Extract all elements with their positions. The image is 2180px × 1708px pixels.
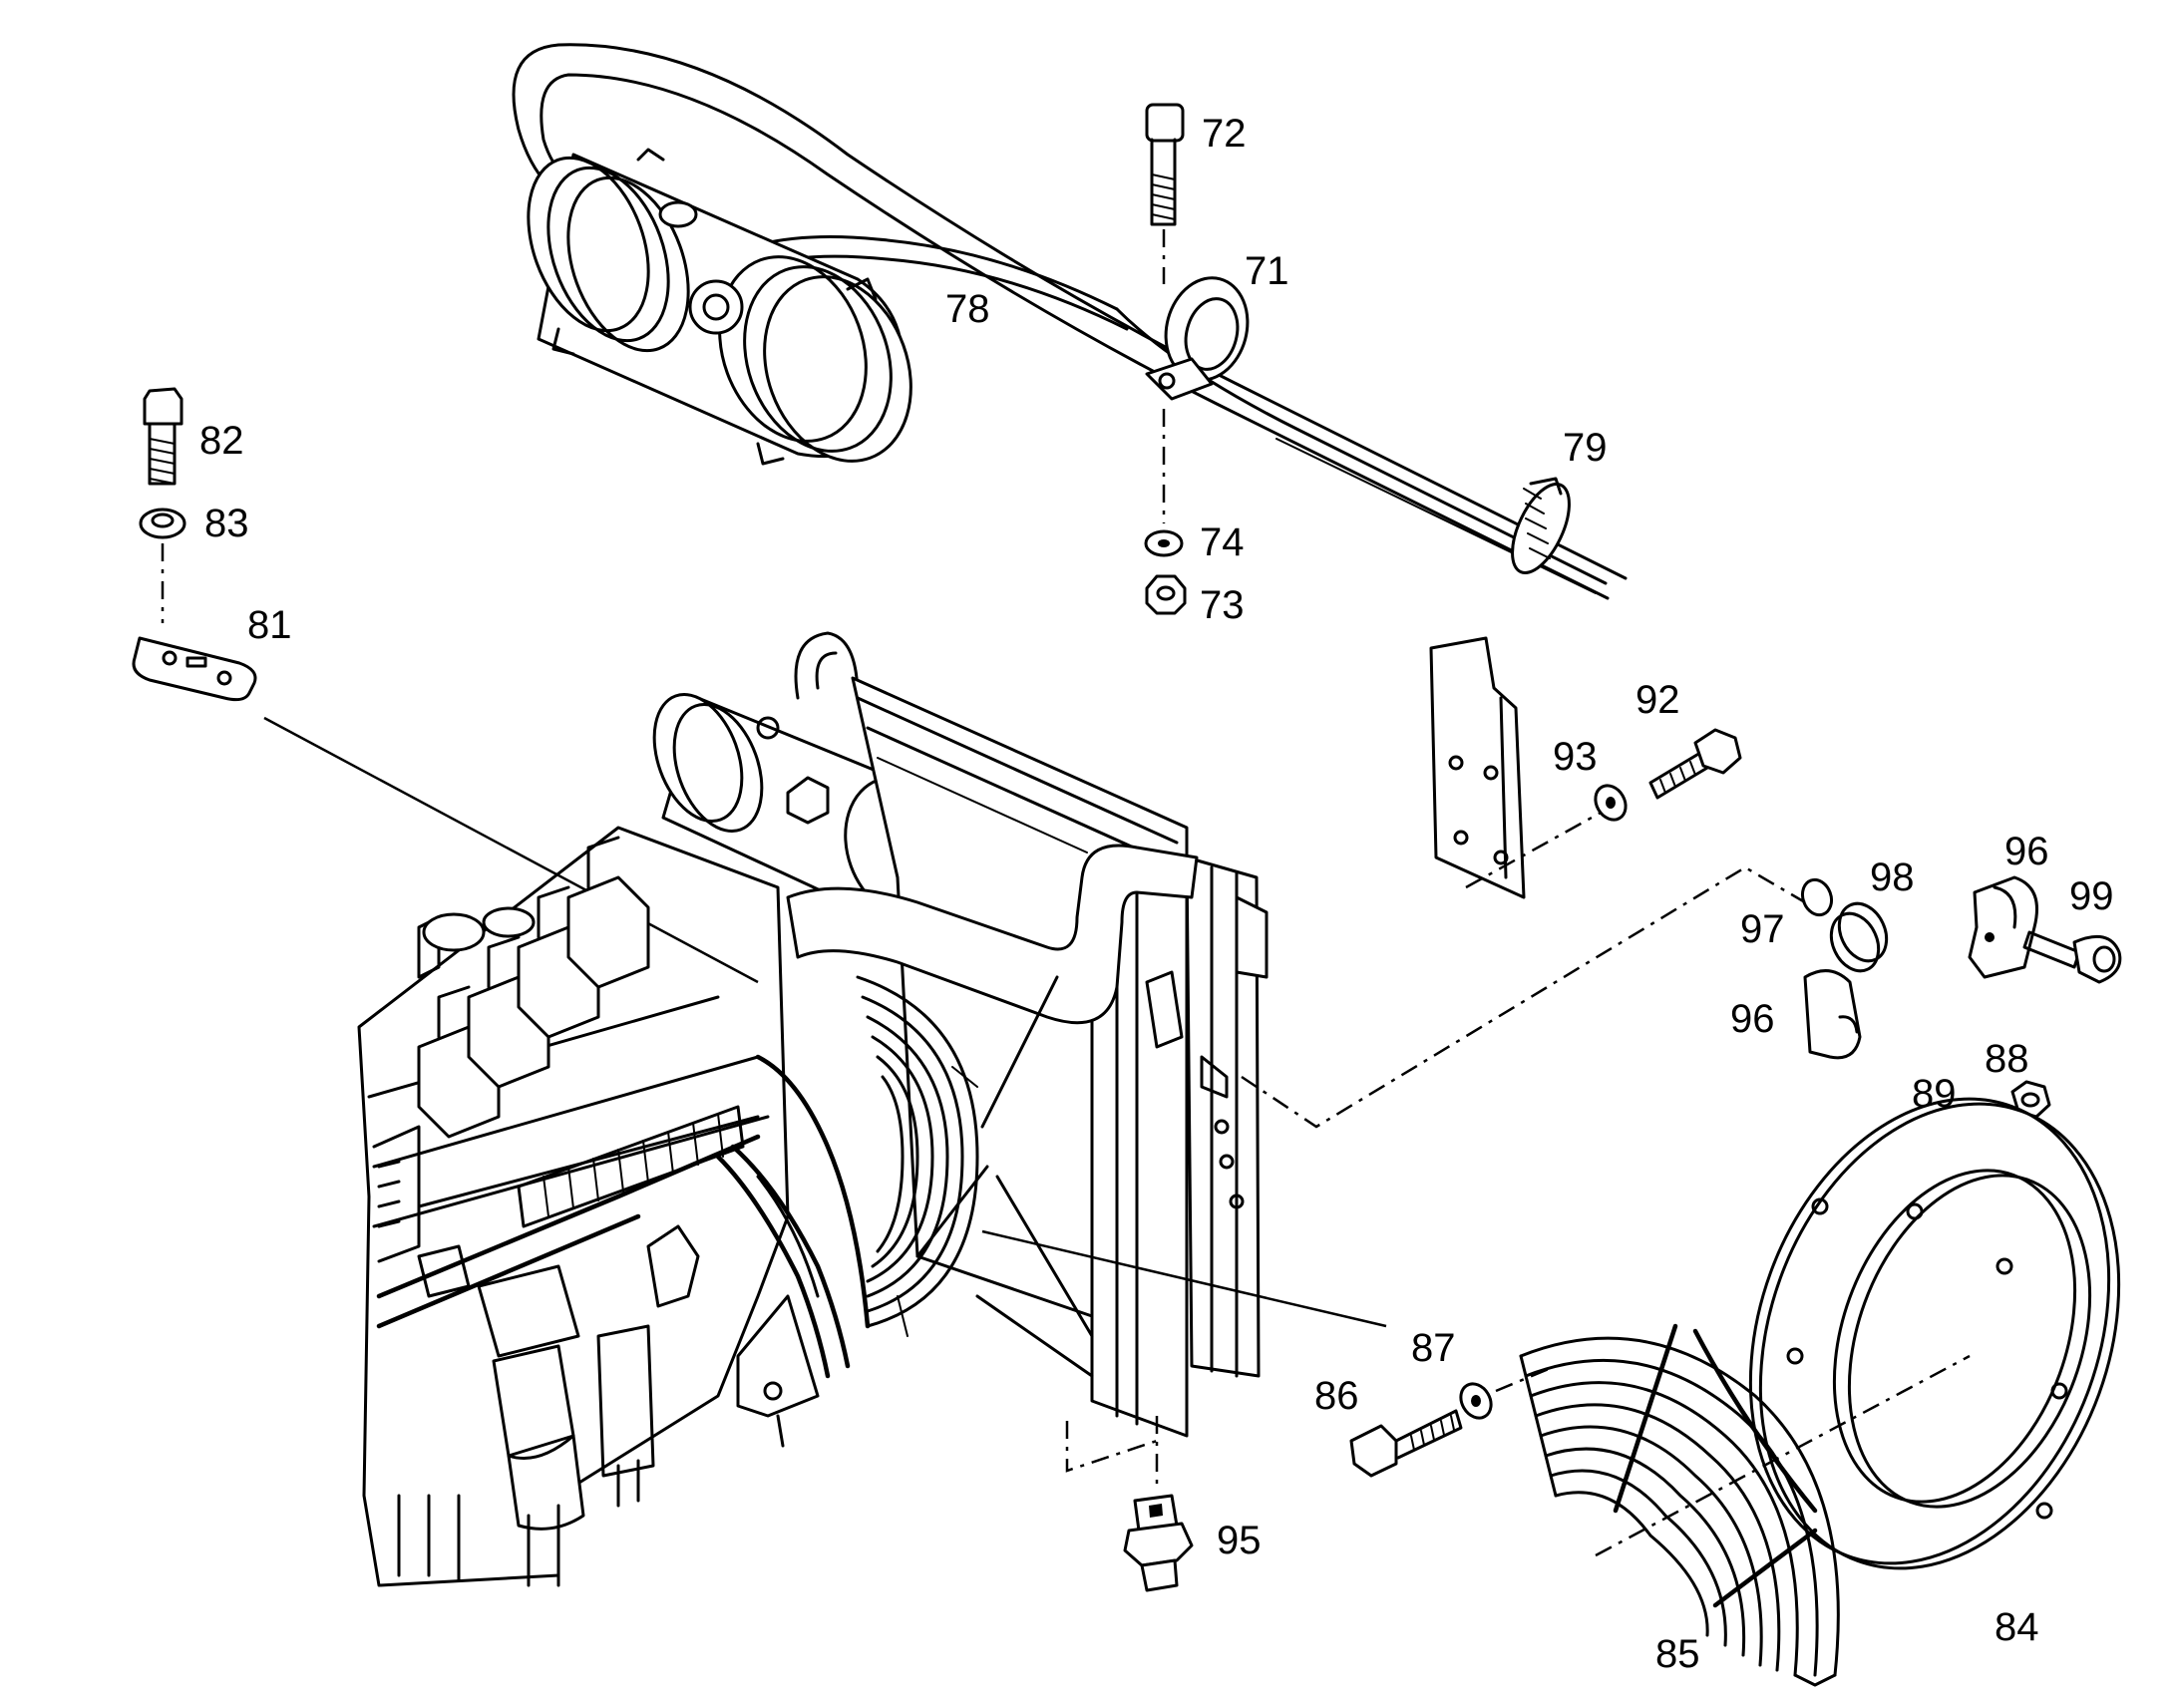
clamp-half-96-upper bbox=[1968, 875, 2038, 979]
bolt-99 bbox=[2022, 930, 2122, 984]
callout-96-lower: 96 bbox=[1730, 997, 1775, 1041]
callout-85: 85 bbox=[1655, 1632, 1700, 1676]
washer-83 bbox=[139, 508, 186, 539]
expansion-tank-78 bbox=[527, 148, 912, 466]
plate-81 bbox=[132, 636, 257, 702]
callout-81: 81 bbox=[247, 603, 292, 647]
radiator-assembly bbox=[652, 631, 1269, 1438]
callout-87: 87 bbox=[1411, 1326, 1456, 1370]
axis-line-87 bbox=[1495, 1364, 1557, 1393]
callout-89: 89 bbox=[1912, 1072, 1957, 1116]
callout-82: 82 bbox=[199, 419, 244, 463]
ring-98 bbox=[1829, 901, 1889, 973]
leader-81 bbox=[263, 716, 759, 984]
clamp-71 bbox=[1145, 276, 1250, 401]
bracket-plate bbox=[1429, 636, 1526, 899]
axis-line-97 bbox=[1241, 865, 1806, 1129]
hose-clamp-79 bbox=[1511, 477, 1571, 574]
callout-72: 72 bbox=[1202, 112, 1247, 156]
callout-99: 99 bbox=[2069, 874, 2114, 918]
clamp-half-96-lower bbox=[1803, 969, 1862, 1060]
axis-line-84 bbox=[1595, 1354, 1971, 1557]
callout-95: 95 bbox=[1217, 1519, 1262, 1562]
callout-78: 78 bbox=[945, 287, 990, 331]
callout-74: 74 bbox=[1200, 520, 1245, 564]
callout-79: 79 bbox=[1563, 426, 1608, 470]
axis-line-95 bbox=[1065, 1416, 1159, 1491]
washer-74 bbox=[1144, 529, 1184, 557]
callout-86: 86 bbox=[1314, 1374, 1359, 1418]
bolt-72 bbox=[1145, 103, 1185, 226]
leader-87 bbox=[981, 1229, 1387, 1328]
fan-ring-84 bbox=[1748, 1097, 2121, 1570]
bolt-92 bbox=[1648, 728, 1742, 800]
axis-line-93 bbox=[1465, 811, 1602, 889]
fan-guard-85 bbox=[1519, 1323, 1840, 1687]
engine-block bbox=[357, 826, 871, 1587]
callout-93: 93 bbox=[1553, 735, 1598, 779]
callout-97: 97 bbox=[1740, 907, 1785, 951]
callout-73: 73 bbox=[1200, 583, 1245, 627]
nut-73 bbox=[1145, 574, 1187, 615]
o-ring-97 bbox=[1800, 877, 1834, 917]
callout-88: 88 bbox=[1985, 1037, 2029, 1081]
bolt-86 bbox=[1349, 1409, 1463, 1478]
callout-83: 83 bbox=[204, 502, 249, 545]
callout-98: 98 bbox=[1870, 855, 1915, 899]
drain-valve-95 bbox=[1123, 1494, 1194, 1592]
fan-guard-installed bbox=[856, 975, 979, 1337]
washer-87 bbox=[1459, 1382, 1493, 1420]
callout-71: 71 bbox=[1245, 249, 1289, 293]
bolt-82 bbox=[143, 387, 183, 486]
callout-84: 84 bbox=[1995, 1605, 2039, 1649]
callout-labels: 71 72 73 74 78 79 81 82 83 84 85 86 87 8… bbox=[199, 112, 2114, 1676]
callout-92: 92 bbox=[1635, 678, 1680, 722]
washer-93 bbox=[1594, 784, 1628, 822]
callout-96-upper: 96 bbox=[2004, 830, 2049, 873]
